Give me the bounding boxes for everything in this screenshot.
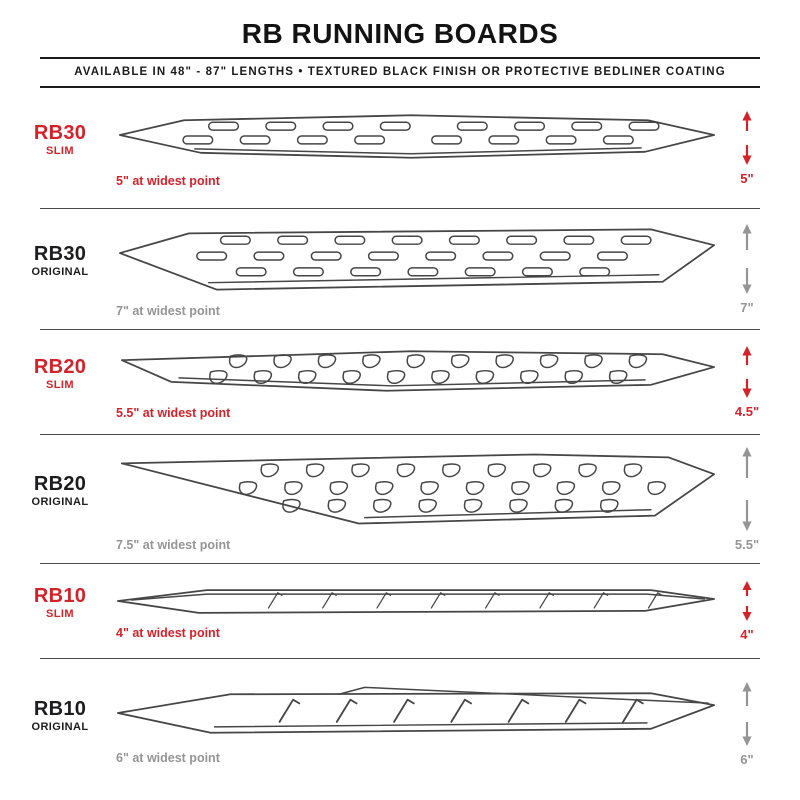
widest-point-label: 7.5" at widest point [116,538,231,552]
section-rb10-slim: RB10 SLIM 4" at widest point 4" [0,564,800,658]
header-rule-top [40,57,760,59]
height-dimension: 7" [720,223,774,315]
variant-name: ORIGINAL [31,496,89,508]
label-rb20-original: RB20 ORIGINAL [10,474,110,524]
height-arrows-icon [742,580,752,621]
section-rb30-original: RB30 ORIGINAL 7" at widest point [0,209,800,329]
label-rb10-slim: RB10 SLIM [10,586,110,636]
rb30-original-board-drawing [118,228,715,291]
section-rb30-slim: RB30 SLIM 5" at widest point 5" [0,88,800,208]
section-divider [40,208,760,209]
height-arrows-icon [742,223,752,294]
rb30-slim-board-drawing [118,114,715,159]
height-dimension: 4" [720,580,774,642]
widest-point-label: 5.5" at widest point [116,406,231,420]
drawing-area-rb20-original: 7.5" at widest point [110,446,720,552]
rb20-slim-board-drawing [120,350,715,392]
height-value: 4" [740,626,754,642]
label-rb30-slim: RB30 SLIM [10,123,110,173]
header: RB RUNNING BOARDS AVAILABLE IN 48" - 87"… [0,18,800,88]
height-value: 5" [740,170,754,186]
height-arrows-icon [742,446,752,531]
height-arrows-icon [742,681,752,746]
height-dimension: 5.5" [720,446,774,552]
widest-point-label: 4" at widest point [116,626,220,640]
variant-name: SLIM [46,608,74,620]
widest-point-label: 6" at widest point [116,751,220,765]
widest-point-label: 5" at widest point [116,174,220,188]
variant-name: SLIM [46,145,74,157]
section-rb10-original: RB10 ORIGINAL 6" at widest point [0,659,800,789]
drawing-area-rb20-slim: 5.5" at widest point [110,344,720,420]
model-name: RB20 [33,473,87,495]
rb10-slim-board-drawing [117,589,715,614]
height-arrows-icon [742,345,752,398]
drawing-area-rb30-slim: 5" at widest point [110,108,720,188]
header-rule-bottom [40,86,760,88]
section-divider [40,434,760,435]
model-name: RB30 [33,243,87,265]
section-rb20-original: RB20 ORIGINAL 7.5" at widest point [0,435,800,563]
section-divider [40,658,760,659]
variant-name: ORIGINAL [31,266,89,278]
height-value: 5.5" [734,536,760,552]
drawing-area-rb10-slim: 4" at widest point [110,582,720,640]
page-title: RB RUNNING BOARDS [241,18,559,49]
rb10-original-board-drawing [117,686,715,734]
variant-name: SLIM [46,379,74,391]
label-rb30-original: RB30 ORIGINAL [10,244,110,294]
section-rb20-slim: RB20 SLIM 5.5" at widest point [0,330,800,434]
drawing-area-rb10-original: 6" at widest point [110,683,720,765]
height-value: 6" [740,751,754,767]
model-name: RB20 [33,356,87,378]
drawing-area-rb30-original: 7" at widest point [110,220,720,318]
model-name: RB10 [33,585,87,607]
height-dimension: 5" [720,110,774,186]
model-name: RB30 [33,122,87,144]
page-subtitle: AVAILABLE IN 48" - 87" LENGTHS • TEXTURE… [74,66,726,78]
widest-point-label: 7" at widest point [116,304,220,318]
rb20-original-board-drawing [120,453,715,525]
height-dimension: 4.5" [720,345,774,419]
section-divider [40,563,760,564]
label-rb10-original: RB10 ORIGINAL [10,699,110,749]
height-value: 7" [740,299,754,315]
height-value: 4.5" [734,403,760,419]
height-arrows-icon [742,110,752,165]
model-name: RB10 [33,698,87,720]
section-divider [40,329,760,330]
variant-name: ORIGINAL [31,721,89,733]
height-dimension: 6" [720,681,774,767]
label-rb20-slim: RB20 SLIM [10,357,110,407]
